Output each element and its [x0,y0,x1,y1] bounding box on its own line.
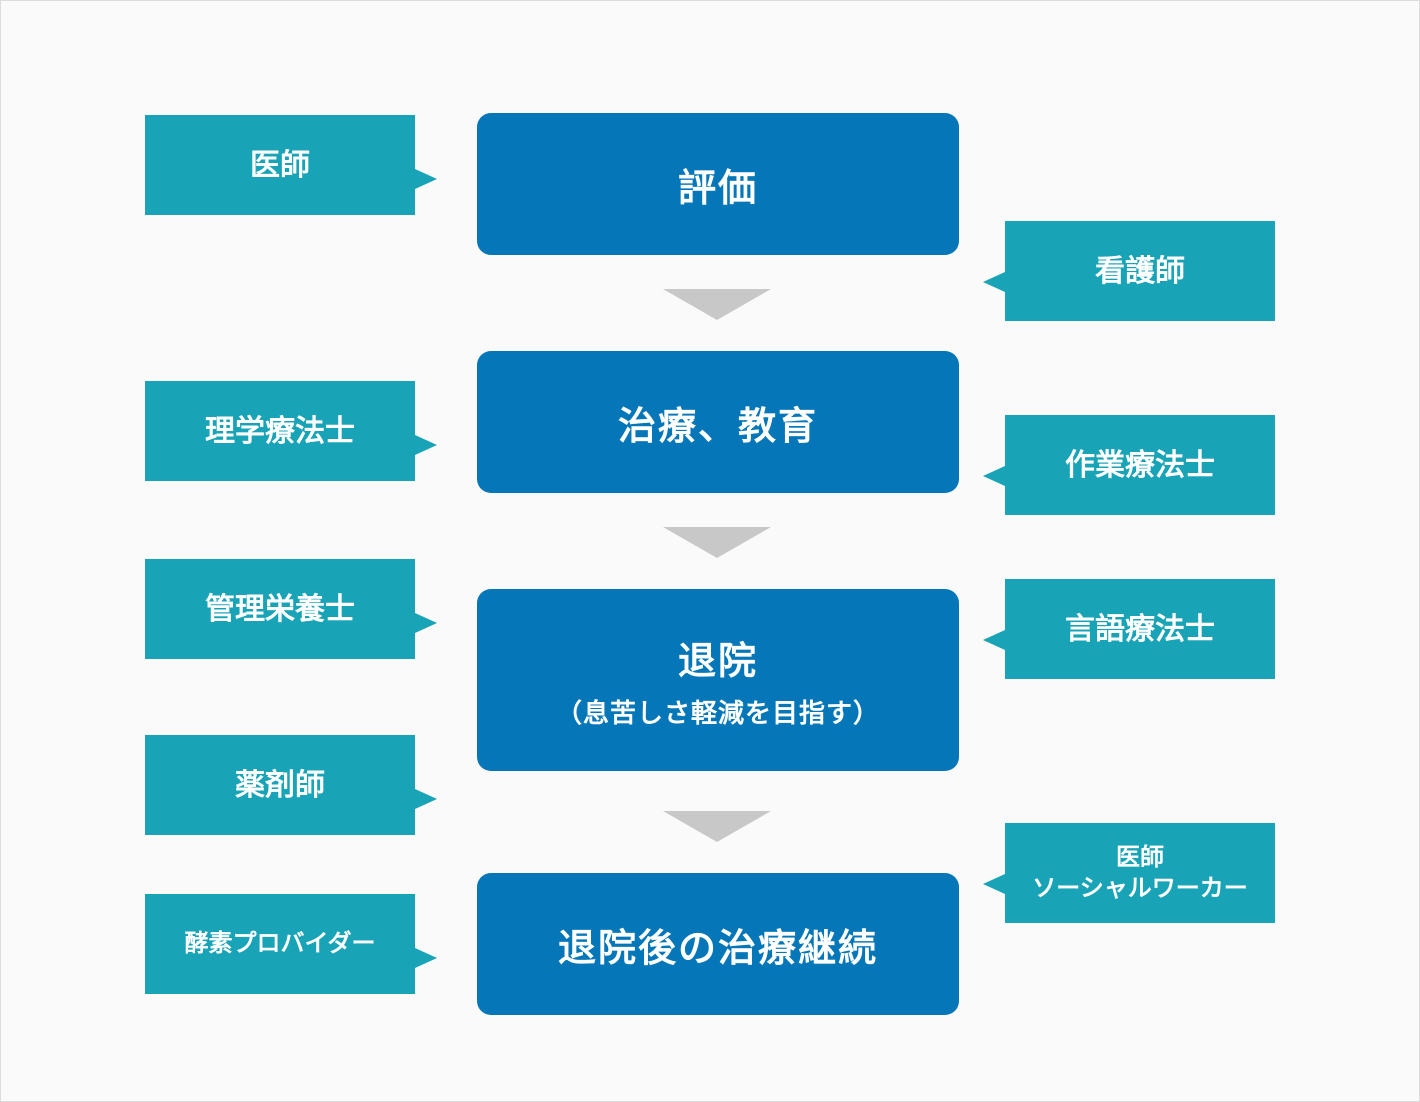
role-enzyme-provider: 酵素プロバイダー [145,894,437,994]
role-label: 言語療法士 [1065,611,1215,647]
role-label-line2: ソーシャルワーカー [1032,874,1248,902]
role-label: 管理栄養士 [205,591,355,627]
role-pharmacist: 薬剤師 [145,735,437,835]
role-occupational-therapist: 作業療法士 [983,415,1275,515]
step-assessment: 評価 [477,113,959,255]
role-label: 作業療法士 [1065,447,1215,483]
step-discharge-title: 退院 [677,639,758,683]
role-label: 酵素プロバイダー [184,929,376,958]
step-assessment-title: 評価 [677,165,758,210]
step-post-discharge: 退院後の治療継続 [477,873,959,1015]
step-post-discharge-title: 退院後の治療継続 [557,925,878,970]
role-label: 看護師 [1095,253,1185,289]
step-discharge-subtitle: （息苦しさ軽減を目指す） [555,699,880,729]
role-label-line1: 医師 [1116,842,1164,871]
step-treatment-education: 治療、教育 [477,351,959,493]
role-doctor-social-worker: 医師 ソーシャルワーカー [983,823,1275,923]
down-arrow-icon [663,811,771,842]
role-label: 薬剤師 [235,767,325,803]
role-label: 理学療法士 [205,413,355,449]
step-discharge: 退院 （息苦しさ軽減を目指す） [477,589,959,771]
down-arrow-icon [663,527,771,558]
role-speech-therapist: 言語療法士 [983,579,1275,679]
role-dietitian: 管理栄養士 [145,559,437,659]
role-label: 医師 [250,147,310,183]
role-physical-therapist: 理学療法士 [145,381,437,481]
step-treatment-education-title: 治療、教育 [617,403,818,448]
down-arrow-icon [663,289,771,320]
role-doctor: 医師 [145,115,437,215]
role-nurse: 看護師 [983,221,1275,321]
